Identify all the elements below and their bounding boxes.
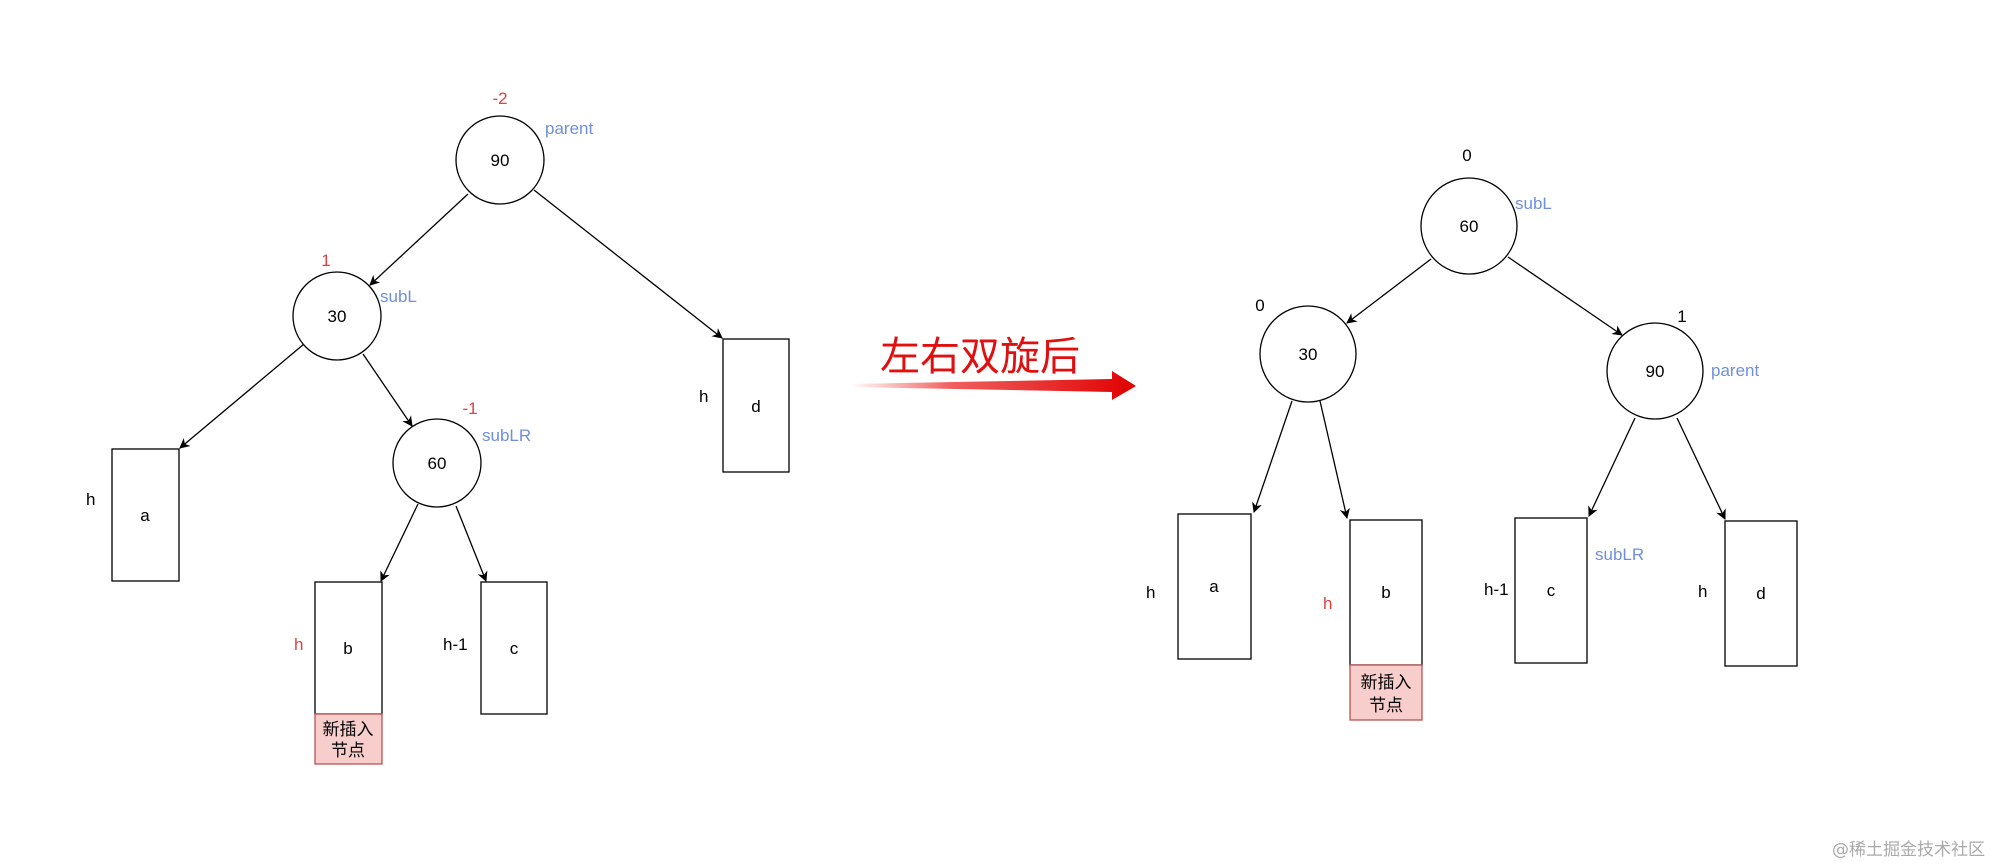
subtree-a-height: h [86,490,95,509]
edge-30-60 [362,353,413,427]
node-90-role: parent [545,119,593,138]
after-node-90 [1606,322,1704,420]
after-inserted-node-marker [1349,664,1423,721]
after-subtree-a [1177,513,1252,660]
before-tree: 90 -2 parent 30 1 subL 60 -1 subLR a h d… [86,89,790,765]
watermark: @稀土掘金技术社区 [1832,840,1985,860]
node-90-balance: -2 [492,89,507,108]
edge-90-d [533,189,723,339]
subtree-c-label: c [510,639,519,658]
after-subtree-c-label: c [1547,581,1556,600]
after-node-30-label: 30 [1299,345,1318,364]
inserted-node-marker [314,713,383,765]
after-node-30 [1259,305,1357,403]
after-node-60-role: subL [1515,194,1552,213]
node-60 [392,418,482,508]
node-30-role: subL [380,287,417,306]
node-30 [292,271,382,361]
after-edge-90-c [1588,417,1636,517]
node-30-balance: 1 [321,251,330,270]
after-subtree-b-label: b [1381,583,1390,602]
rotation-label: 左右双旋后 [880,334,1080,380]
node-60-label: 60 [428,454,447,473]
subtree-b-label: b [343,639,352,658]
inserted-node-label-line2: 节点 [331,741,365,761]
rotation-arrow: 左右双旋后 [850,334,1136,400]
edge-90-30 [369,193,469,286]
subtree-a-label: a [140,506,150,525]
after-tree: 60 0 subL 30 0 90 1 parent a h b h 新插入 节… [1146,146,1798,721]
after-node-60 [1420,177,1518,275]
after-subtree-d [1724,520,1798,667]
after-subtree-c-role: subLR [1595,545,1644,564]
subtree-a [111,448,180,582]
inserted-node-label-line1: 新插入 [323,720,374,740]
after-subtree-c-height: h-1 [1484,580,1509,599]
after-edge-60-30 [1346,258,1432,324]
after-subtree-d-label: d [1756,584,1765,603]
after-node-90-label: 90 [1646,362,1665,381]
subtree-d-label: d [751,397,760,416]
after-inserted-node-label-line1: 新插入 [1361,673,1412,693]
after-subtree-c [1514,517,1588,664]
after-node-30-balance: 0 [1255,296,1264,315]
after-node-90-role: parent [1711,361,1759,380]
edge-30-a [179,343,305,449]
subtree-c-height: h-1 [443,635,468,654]
after-subtree-b-height: h [1323,594,1332,613]
subtree-b-height: h [294,635,303,654]
after-subtree-d-height: h [1698,582,1707,601]
subtree-d-height: h [699,387,708,406]
edge-60-b [380,503,419,582]
after-inserted-node-label-line2: 节点 [1369,696,1403,716]
after-node-60-label: 60 [1460,217,1479,236]
node-30-label: 30 [328,307,347,326]
after-node-90-balance: 1 [1677,307,1686,326]
node-90-label: 90 [491,151,510,170]
subtree-d [722,338,790,473]
node-60-role: subLR [482,426,531,445]
node-60-balance: -1 [462,399,477,418]
after-edge-30-a [1252,400,1293,513]
subtree-c [480,581,548,715]
node-90 [455,115,545,205]
after-edge-30-b [1319,400,1350,520]
after-subtree-a-height: h [1146,583,1155,602]
after-edge-60-90 [1507,256,1623,336]
after-subtree-b [1349,519,1423,666]
after-edge-90-d [1676,417,1726,520]
edge-60-c [455,505,488,582]
after-node-60-balance: 0 [1462,146,1471,165]
after-subtree-a-label: a [1209,577,1219,596]
red-arrow-icon [850,371,1136,400]
